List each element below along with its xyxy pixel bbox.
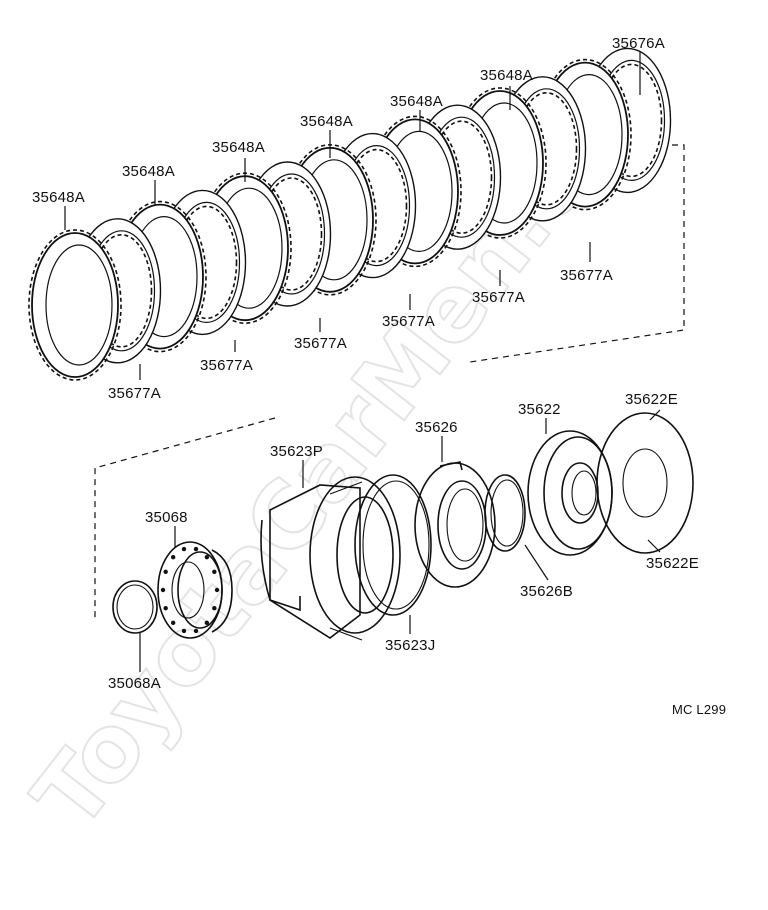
label-35677A-3: 35677A: [382, 313, 435, 330]
bearing-roller: [212, 606, 217, 611]
bearing-roller: [214, 587, 220, 593]
washer-35622E: [596, 412, 694, 554]
label-35623P: 35623P: [270, 443, 323, 460]
part-labels: 35676A 35648A 35648A 35648A 35648A 35648…: [32, 35, 726, 717]
clutch-ring-teeth: [515, 92, 578, 206]
clutch-pack: [28, 47, 672, 381]
snap-ring-35068A: [112, 580, 158, 634]
bearing-roller: [160, 587, 166, 593]
assembly-dashed-line: [469, 144, 685, 363]
bearing-roller: [204, 620, 210, 626]
clutch-ring-inner: [45, 244, 113, 366]
label-35648A-5: 35648A: [122, 163, 175, 180]
spring-retainer-35622: [527, 430, 613, 556]
assembly-dashed-line-lower: [94, 417, 276, 622]
diagram-code: MC L299: [672, 702, 726, 717]
label-35648A-6: 35648A: [32, 189, 85, 206]
bearing-roller: [163, 606, 168, 611]
label-35648A-4: 35648A: [212, 139, 265, 156]
bearing-roller: [170, 620, 176, 626]
label-35626B: 35626B: [520, 583, 573, 600]
seal-ring-35623J: [354, 474, 432, 616]
label-35622: 35622: [518, 401, 561, 418]
label-35677A-2: 35677A: [472, 289, 525, 306]
bearing-roller: [193, 546, 199, 552]
clutch-discs-and-plates: [28, 47, 672, 381]
bearing-roller: [212, 569, 217, 574]
clutch-ring-teeth: [90, 233, 153, 348]
label-35648A-1: 35648A: [480, 67, 533, 84]
bearing-roller: [181, 628, 187, 634]
label-35677A-4: 35677A: [294, 335, 347, 352]
thrust-bearing-35068: [157, 541, 233, 639]
clutch-ring-teeth: [260, 177, 323, 291]
label-35648A-2: 35648A: [390, 93, 443, 110]
clutch-ring-teeth: [345, 148, 408, 263]
label-35068A: 35068A: [108, 675, 161, 692]
clutch-ring-teeth: [430, 120, 493, 234]
label-35676A: 35676A: [612, 35, 665, 52]
label-35622E-1: 35622E: [625, 391, 678, 408]
clutch-ring-teeth: [600, 63, 663, 178]
clutch-ring-teeth: [175, 205, 238, 320]
label-35677A-5: 35677A: [200, 357, 253, 374]
label-35648A-3: 35648A: [300, 113, 353, 130]
bearing-roller: [204, 554, 210, 560]
o-ring-35626B: [484, 474, 526, 552]
clutch-drum-35623P: [260, 476, 401, 641]
label-35068: 35068: [145, 509, 188, 526]
bearing-roller: [193, 628, 199, 634]
clutch-ring-outer: [31, 232, 119, 378]
bearing-roller: [163, 569, 168, 574]
label-35677A-6: 35677A: [108, 385, 161, 402]
clutch-ring-teeth: [28, 229, 122, 381]
leader-lines: [64, 52, 661, 672]
bearing-roller: [181, 546, 187, 552]
label-35677A-1: 35677A: [560, 267, 613, 284]
label-35622E-2: 35622E: [646, 555, 699, 572]
label-35626: 35626: [415, 419, 458, 436]
label-35623J: 35623J: [385, 637, 435, 654]
bearing-roller: [170, 554, 176, 560]
